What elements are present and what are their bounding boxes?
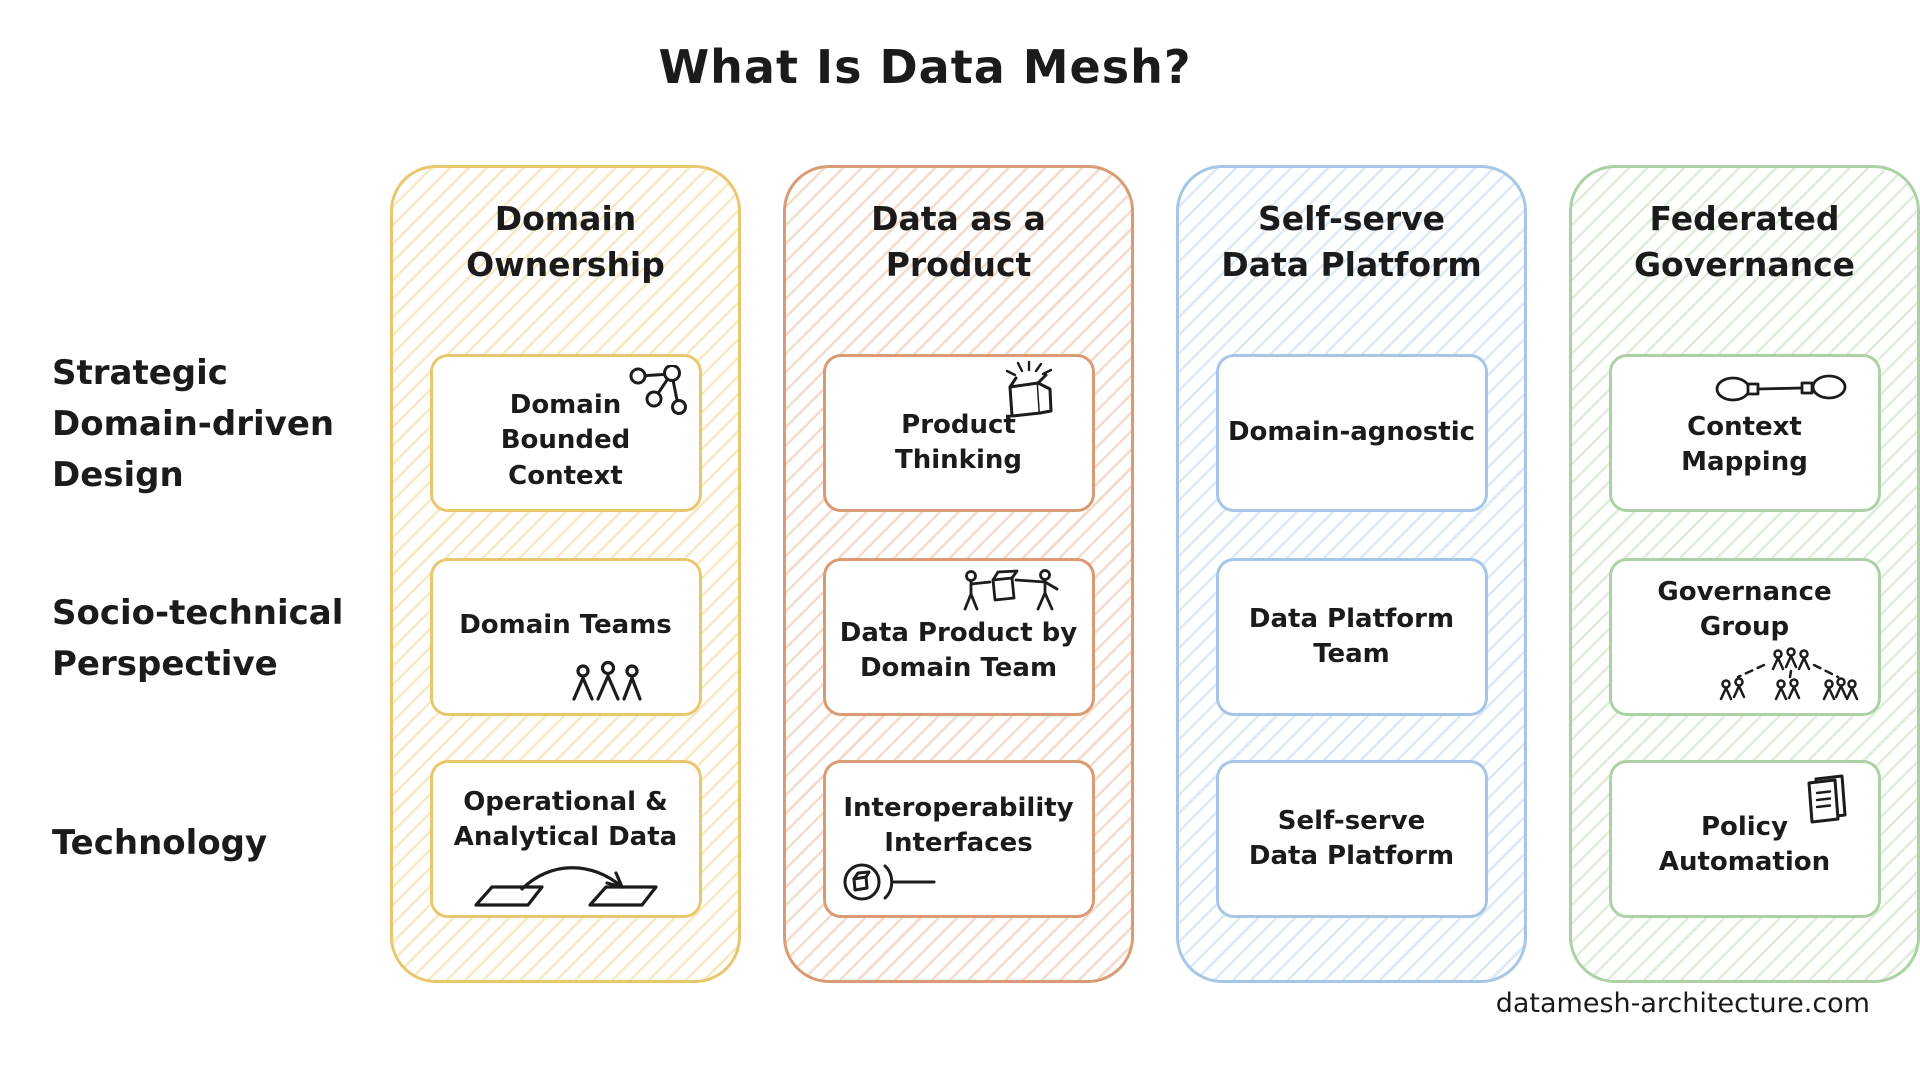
row-label-line: Domain-driven [52, 404, 335, 444]
pillar-header-line: Governance [1633, 245, 1856, 285]
card-label-line: Policy [1700, 811, 1789, 842]
pillar-header-line: Product [885, 245, 1032, 285]
card-label: Product Thinking [826, 388, 1092, 478]
card-label-line: Governance [1657, 576, 1832, 607]
card-label-line: Domain [509, 390, 622, 421]
page-title: What Is Data Mesh? [658, 40, 1192, 94]
people-group-icon [569, 659, 647, 703]
pillar-header-line: Self-serve [1257, 199, 1446, 238]
card-label-line: Data Product by [839, 617, 1078, 648]
pillar-header-line: Data as a [871, 199, 1046, 238]
card-label-line: Automation [1658, 847, 1831, 877]
card-label: Data Product by Domain Team [832, 588, 1085, 686]
row-label-line: Perspective [52, 644, 278, 684]
product-box-icon [1000, 359, 1056, 419]
org-chart-icon [1696, 647, 1862, 707]
card-domain-teams: Domain Teams [429, 558, 702, 716]
card-label-line: Analytical Data [453, 822, 678, 852]
card-label-line: Group [1699, 612, 1790, 642]
pillar-header-line: Data Platform [1221, 245, 1482, 285]
network-graph-icon [627, 365, 689, 419]
card-label-line: Interoperability [843, 792, 1074, 823]
card-label: Operational & Analytical Data [446, 785, 685, 893]
row-label-line: Technology [52, 823, 268, 863]
card-label: Domain-agnostic [1220, 415, 1483, 450]
card-label-line: Operational & [463, 786, 668, 817]
card-domain-agnostic: Domain-agnostic [1215, 354, 1488, 512]
card-data-product-by-domain-team: Data Product by Domain Team [822, 558, 1095, 716]
footer-url: datamesh-architecture.com [1495, 988, 1870, 1019]
pillar-header: Data as a Product [786, 196, 1131, 288]
pillar-header-line: Domain [494, 199, 637, 238]
card-label-line: Data Platform [1248, 841, 1455, 871]
card-label-line: Product Thinking [895, 409, 1022, 475]
row-label-line: Design [52, 455, 184, 495]
card-label-line: Domain Teams [459, 610, 672, 641]
card-label-line: Self-serve [1277, 805, 1426, 836]
plug-interface-icon [840, 857, 938, 905]
card-label-line: Interfaces [884, 828, 1033, 858]
pillar-header-line: Ownership [466, 245, 665, 285]
card-label-line: Team [1313, 639, 1390, 669]
data-flow-icon [470, 857, 662, 911]
document-stack-icon [1802, 771, 1850, 829]
card-label-line: Context Mapping [1681, 411, 1808, 477]
row-label-line: Strategic [52, 353, 228, 393]
team-carry-icon [960, 567, 1064, 611]
row-label-line: Socio-technical [52, 593, 344, 633]
card-operational-analytical-data: Operational & Analytical Data [429, 760, 702, 918]
card-label-line: Bounded Context [500, 425, 631, 491]
card-label-line: Data Platform [1248, 603, 1455, 634]
row-label-technology: Technology [52, 818, 382, 869]
card-product-thinking: Product Thinking [822, 354, 1095, 512]
card-label: Domain Teams [451, 608, 680, 665]
card-context-mapping: Context Mapping [1608, 354, 1881, 512]
card-label-line: Domain-agnostic [1227, 417, 1476, 448]
context-map-icon [1712, 371, 1850, 405]
pillar-header-line: Federated [1649, 199, 1840, 238]
card-label: Context Mapping [1612, 386, 1878, 480]
card-label-line: Domain Team [859, 653, 1058, 683]
